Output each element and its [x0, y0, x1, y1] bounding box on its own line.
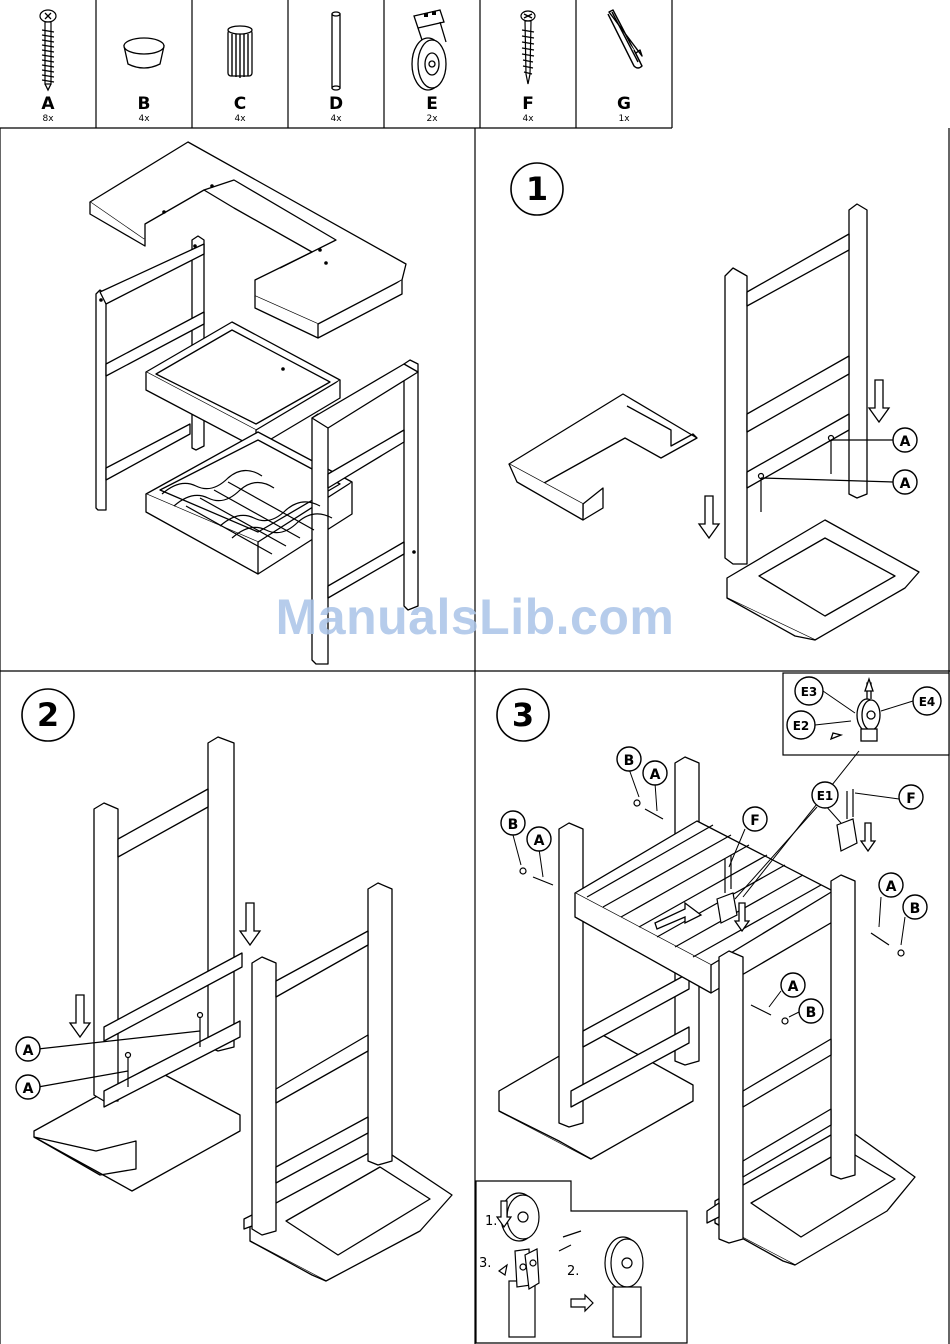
svg-text:A: A: [650, 767, 661, 783]
svg-text:E3: E3: [801, 685, 818, 699]
step-2-drawing: 2 A A: [0, 671, 475, 1344]
callout-a: A: [643, 761, 667, 785]
svg-text:B: B: [910, 901, 921, 917]
callout-a: A: [879, 873, 903, 897]
wheel-inset-step-label: 1.: [485, 1214, 497, 1229]
svg-text:A: A: [788, 979, 799, 995]
step-number: 3: [512, 696, 534, 734]
step-number: 2: [37, 696, 59, 734]
svg-text:F: F: [906, 791, 916, 807]
callout-a: A: [893, 428, 917, 452]
callout-a: A: [781, 973, 805, 997]
callout-a: A: [16, 1037, 40, 1061]
svg-text:E1: E1: [817, 789, 834, 803]
callout-a: A: [893, 470, 917, 494]
svg-text:A: A: [23, 1081, 34, 1097]
svg-text:A: A: [23, 1043, 34, 1059]
step-3-drawing: 3 E3 E4 E2: [475, 671, 950, 1344]
svg-text:A: A: [534, 833, 545, 849]
callout-a: A: [16, 1075, 40, 1099]
callout-b: B: [799, 999, 823, 1023]
callout-a: A: [527, 827, 551, 851]
callout-f: F: [899, 785, 923, 809]
svg-text:A: A: [886, 879, 897, 895]
callout-e1: E1: [812, 782, 838, 808]
svg-text:B: B: [508, 817, 519, 833]
svg-text:E4: E4: [919, 695, 936, 709]
castor-label-e3: E3: [795, 677, 823, 705]
wheel-inset-step-label: 3.: [479, 1256, 491, 1271]
svg-text:A: A: [900, 434, 911, 450]
svg-text:B: B: [624, 753, 635, 769]
svg-text:B: B: [806, 1005, 817, 1021]
svg-text:A: A: [900, 476, 911, 492]
watermark: ManualsLib.com: [0, 588, 950, 646]
callout-b: B: [617, 747, 641, 771]
castor-label-e2: E2: [787, 711, 815, 739]
step-number: 1: [526, 170, 548, 208]
callout-b: B: [501, 811, 525, 835]
castor-label-e4: E4: [913, 687, 941, 715]
svg-text:F: F: [750, 813, 760, 829]
wheel-inset-step-label: 2.: [567, 1264, 579, 1279]
callout-f: F: [743, 807, 767, 831]
callout-b: B: [903, 895, 927, 919]
svg-text:E2: E2: [793, 719, 810, 733]
